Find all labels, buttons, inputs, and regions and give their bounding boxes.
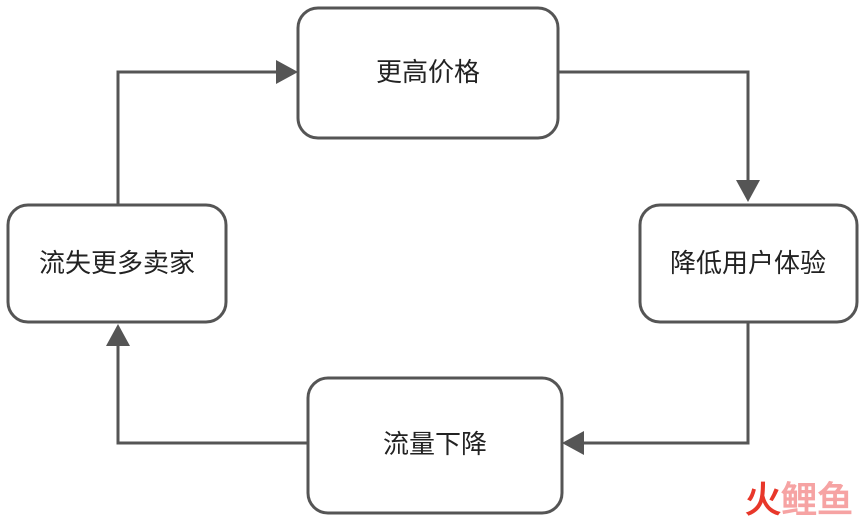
arrowhead-down bbox=[736, 180, 760, 202]
node-label-worse-ux: 降低用户体验 bbox=[670, 249, 826, 279]
node-lose-sellers: 流失更多卖家 bbox=[6, 203, 228, 324]
node-traffic-drop: 流量下降 bbox=[306, 376, 564, 515]
node-label-higher-price: 更高价格 bbox=[376, 58, 480, 88]
edge-traffic-drop-to-lose-sellers bbox=[116, 346, 308, 445]
watermark-char-fire: 火 bbox=[745, 480, 781, 521]
node-worse-ux: 降低用户体验 bbox=[638, 203, 859, 324]
arrowhead-up bbox=[106, 324, 130, 346]
arrowhead-left bbox=[562, 431, 584, 455]
watermark-text: 火鲤鱼 bbox=[745, 480, 853, 521]
watermark-char-fish: 鲤鱼 bbox=[781, 480, 853, 521]
node-label-traffic-drop: 流量下降 bbox=[383, 430, 487, 460]
edge-higher-price-to-worse-ux bbox=[558, 70, 750, 180]
watermark-logo: 火鲤鱼 bbox=[745, 480, 853, 521]
edge-worse-ux-to-traffic-drop bbox=[584, 322, 750, 445]
arrowhead-right bbox=[276, 60, 298, 84]
edge-lose-sellers-to-higher-price bbox=[116, 70, 276, 205]
node-label-lose-sellers: 流失更多卖家 bbox=[39, 249, 195, 279]
node-higher-price: 更高价格 bbox=[296, 6, 560, 140]
